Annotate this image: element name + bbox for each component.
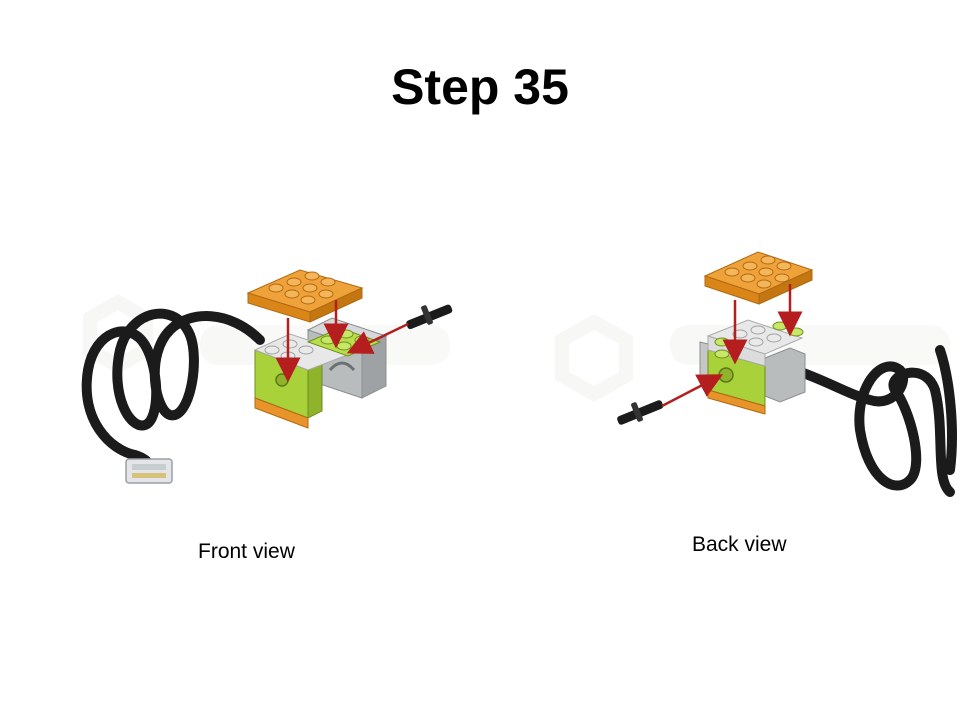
- cable-icon: [790, 345, 957, 497]
- assembly-arrows: [275, 300, 409, 383]
- back-brick-assembly: [699, 319, 806, 415]
- back-view-illustration: [555, 251, 957, 497]
- axle-pin-icon: [406, 304, 453, 330]
- front-view-illustration: [81, 269, 453, 484]
- orange-plate-icon: [246, 269, 364, 323]
- slide-title: Step 35: [391, 59, 569, 115]
- orange-plate-icon: [703, 251, 814, 305]
- front-view-caption: Front view: [198, 540, 295, 563]
- connector-plug-icon: [125, 458, 173, 484]
- axle-pin-icon: [617, 400, 664, 425]
- assembly-arrows: [661, 284, 803, 408]
- back-view-caption: Back view: [692, 533, 787, 556]
